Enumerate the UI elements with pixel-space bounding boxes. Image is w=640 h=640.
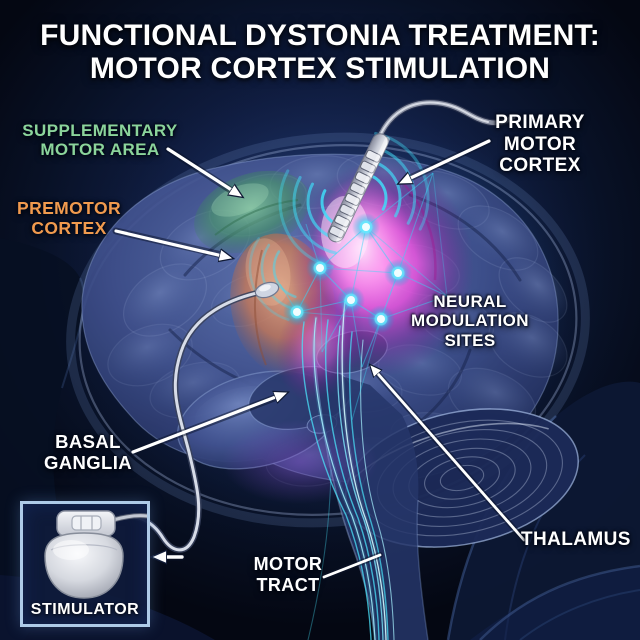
stimulator-header	[56, 510, 116, 537]
page-title: FUNCTIONAL DYSTONIA TREATMENT: MOTOR COR…	[0, 19, 640, 85]
arrow-thalamus	[371, 366, 527, 543]
stimulator-wire-stub	[110, 513, 147, 523]
motor-tract-fibers	[301, 298, 395, 640]
arrow-premotor-cortex	[112, 227, 231, 258]
label-line: MOTOR	[503, 133, 577, 155]
label-line: MODULATION	[411, 311, 529, 331]
label-line: PREMOTOR	[17, 198, 121, 218]
arrow-supplementary-motor-area	[164, 145, 241, 196]
stimulator-body	[44, 532, 124, 599]
region-primary-motor-cortex	[275, 160, 474, 402]
label-premotor-cortex: PREMOTOR CORTEX	[6, 198, 132, 239]
pointer-motor-tract	[321, 552, 383, 580]
label-basal-ganglia: BASAL GANGLIA	[26, 431, 150, 473]
title-line-1: FUNCTIONAL DYSTONIA TREATMENT:	[40, 19, 600, 52]
region-supplementary-motor-area	[194, 170, 310, 254]
label-line: MOTOR AREA	[40, 140, 160, 160]
arrow-basal-ganglia	[129, 393, 286, 456]
label-motor-tract: MOTOR TRACT	[236, 554, 340, 595]
neural-site-dots	[283, 213, 412, 333]
lead-wire	[109, 281, 280, 553]
label-line: PRIMARY	[495, 112, 585, 133]
label-line: GANGLIA	[43, 452, 133, 474]
label-primary-motor-cortex: PRIMARY MOTOR CORTEX	[476, 112, 604, 177]
label-line: CORTEX	[31, 217, 107, 238]
label-thalamus: THALAMUS	[521, 529, 631, 551]
label-supplementary-motor-area: SUPPLEMENTARY MOTOR AREA	[16, 121, 184, 160]
label-line: NEURAL	[433, 292, 507, 311]
label-line: TRACT	[256, 574, 320, 595]
electrode-probe	[327, 133, 390, 244]
label-line: BASAL	[55, 431, 121, 452]
neural-network	[279, 172, 448, 421]
stimulator-device-icon	[44, 510, 147, 599]
title-line-2: MOTOR CORTEX STIMULATION	[89, 52, 551, 85]
arrow-primary-motor-cortex	[400, 137, 493, 183]
label-line: THALAMUS	[521, 529, 631, 550]
electrode-cable	[375, 99, 517, 142]
label-line: CORTEX	[499, 155, 581, 177]
label-stimulator: STIMULATOR	[30, 601, 140, 618]
label-line: SUPPLEMENTARY	[22, 121, 178, 140]
stimulator-callout-box: STIMULATOR	[20, 501, 150, 627]
label-neural-modulation-sites: NEURAL MODULATION SITES	[402, 292, 538, 350]
label-line: SITES	[444, 330, 496, 350]
label-line: MOTOR	[253, 554, 323, 574]
callout-arrows	[112, 137, 527, 580]
